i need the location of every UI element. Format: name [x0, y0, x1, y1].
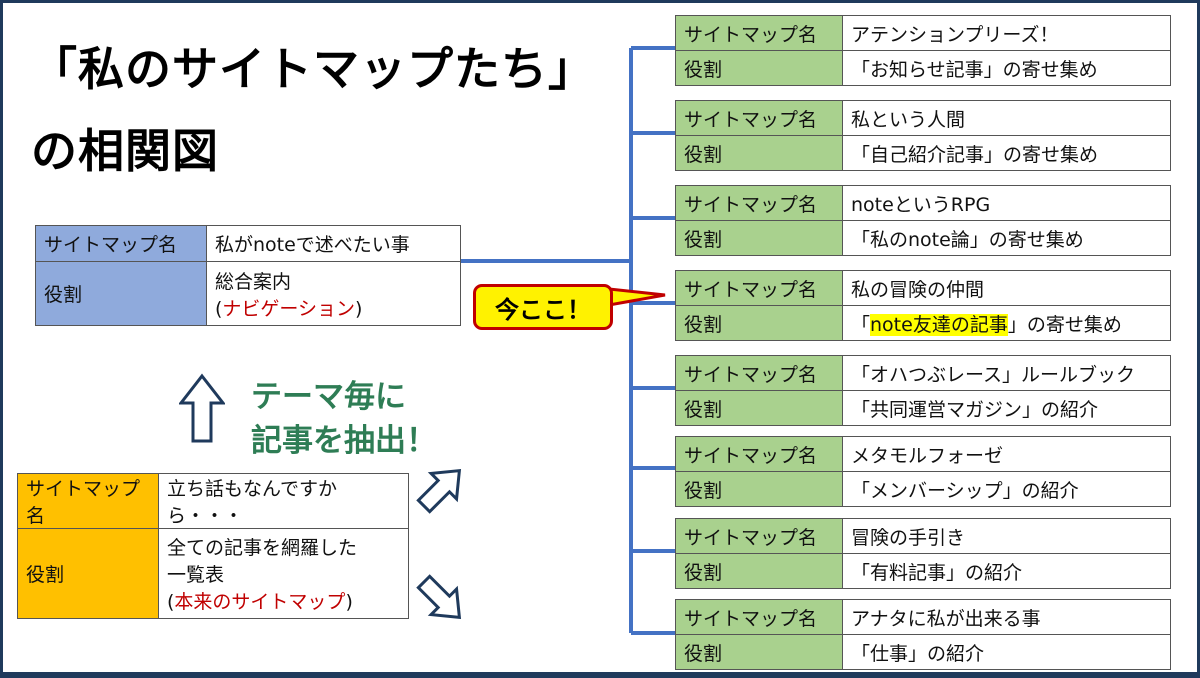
card-name-value: 私という人間	[842, 100, 1171, 136]
card-role-value: 「お知らせ記事」の寄せ集め	[842, 50, 1171, 86]
main-name-value: 私がnoteで述べたい事	[206, 225, 461, 262]
card-role-label: 役割	[675, 390, 843, 426]
right-card-2: サイトマップ名私という人間 役割「自己紹介記事」の寄せ集め	[675, 100, 1171, 171]
card-role-label: 役割	[675, 305, 843, 341]
card-name-label: サイトマップ名	[675, 355, 843, 391]
card-role-label: 役割	[675, 471, 843, 507]
callout-pointer	[609, 287, 666, 307]
main-role-close: )	[355, 297, 363, 320]
card-role-label: 役割	[675, 50, 843, 86]
card-role-value: 「私のnote論」の寄せ集め	[842, 220, 1171, 256]
card-name-label: サイトマップ名	[675, 599, 843, 635]
card-role-label: 役割	[675, 634, 843, 670]
card-role-value: 「自己紹介記事」の寄せ集め	[842, 135, 1171, 171]
card-role-value: 「note友達の記事」の寄せ集め	[842, 305, 1171, 341]
connector-lines	[461, 46, 675, 635]
main-role-red: ナビゲーション	[222, 297, 356, 320]
title-line2: の相関図	[31, 124, 219, 178]
sub-card: サイトマップ名 立ち話もなんですから・・・ 役割 全ての記事を網羅した 一覧表 …	[17, 473, 409, 619]
sub-role-label: 役割	[17, 528, 159, 619]
main-card: サイトマップ名 私がnoteで述べたい事 役割 総合案内 (ナビゲーション)	[35, 225, 461, 326]
right-card-1: サイトマップ名アテンションプリーズ！ 役割「お知らせ記事」の寄せ集め	[675, 15, 1171, 86]
card-name-value: アナタに私が出来る事	[842, 599, 1171, 635]
card-role-suffix: 」の寄せ集め	[1007, 313, 1122, 336]
card-name-label: サイトマップ名	[675, 518, 843, 554]
sub-role-line3: (本来のサイトマップ)	[167, 587, 400, 614]
annotation-line1: テーマ毎に	[251, 379, 406, 415]
card-name-value: メタモルフォーゼ	[842, 436, 1171, 472]
right-card-7: サイトマップ名冒険の手引き 役割「有料記事」の紹介	[675, 518, 1171, 589]
right-card-5: サイトマップ名「オハつぶレース」ルールブック 役割「共同運営マガジン」の紹介	[675, 355, 1171, 426]
card-role-label: 役割	[675, 553, 843, 589]
card-role-label: 役割	[675, 135, 843, 171]
up-right-arrow-icon	[416, 468, 462, 514]
sub-name-value: 立ち話もなんですから・・・	[158, 473, 409, 529]
card-role-label: 役割	[675, 220, 843, 256]
card-name-label: サイトマップ名	[675, 185, 843, 221]
card-role-value: 「共同運営マガジン」の紹介	[842, 390, 1171, 426]
main-role-value: 総合案内 (ナビゲーション)	[206, 261, 461, 326]
highlighted-text: note友達の記事	[870, 313, 1008, 336]
card-name-value: noteというRPG	[842, 185, 1171, 221]
main-role-line2: (ナビゲーション)	[215, 294, 452, 321]
right-card-8: サイトマップ名アナタに私が出来る事 役割「仕事」の紹介	[675, 599, 1171, 670]
right-card-6: サイトマップ名メタモルフォーゼ 役割「メンバーシップ」の紹介	[675, 436, 1171, 507]
sub-role-value: 全ての記事を網羅した 一覧表 (本来のサイトマップ)	[158, 528, 409, 619]
sub-role-line2: 一覧表	[167, 564, 225, 586]
card-name-value: 冒険の手引き	[842, 518, 1171, 554]
card-name-label: サイトマップ名	[675, 100, 843, 136]
you-are-here-callout: 今ここ！	[473, 284, 613, 330]
sub-role-close: )	[345, 591, 353, 613]
card-role-prefix: 「	[851, 313, 871, 336]
card-name-value: アテンションプリーズ！	[842, 15, 1171, 51]
card-name-value: 「オハつぶレース」ルールブック	[842, 355, 1171, 391]
down-right-arrow-icon	[416, 574, 462, 620]
card-name-label: サイトマップ名	[675, 15, 843, 51]
annotation-line2: 記事を抽出！	[251, 423, 437, 459]
card-name-label: サイトマップ名	[675, 436, 843, 472]
main-role-line1: 総合案内	[215, 270, 292, 293]
sub-role-open: (	[167, 591, 175, 613]
main-role-label: 役割	[35, 261, 207, 326]
sub-name-label: サイトマップ名	[17, 473, 159, 529]
up-arrow-icon	[179, 373, 225, 443]
main-role-open: (	[215, 297, 223, 320]
card-role-value: 「仕事」の紹介	[842, 634, 1171, 670]
main-name-label: サイトマップ名	[35, 225, 207, 262]
title-line1: 「私のサイトマップたち」	[31, 42, 595, 96]
card-name-value: 私の冒険の仲間	[842, 270, 1171, 306]
card-role-value: 「メンバーシップ」の紹介	[842, 471, 1171, 507]
card-name-label: サイトマップ名	[675, 270, 843, 306]
sub-role-line1: 全ての記事を網羅した	[167, 537, 358, 559]
sub-role-red: 本来のサイトマップ	[174, 591, 346, 613]
right-card-4: サイトマップ名私の冒険の仲間 役割「note友達の記事」の寄せ集め	[675, 270, 1171, 341]
card-role-value: 「有料記事」の紹介	[842, 553, 1171, 589]
